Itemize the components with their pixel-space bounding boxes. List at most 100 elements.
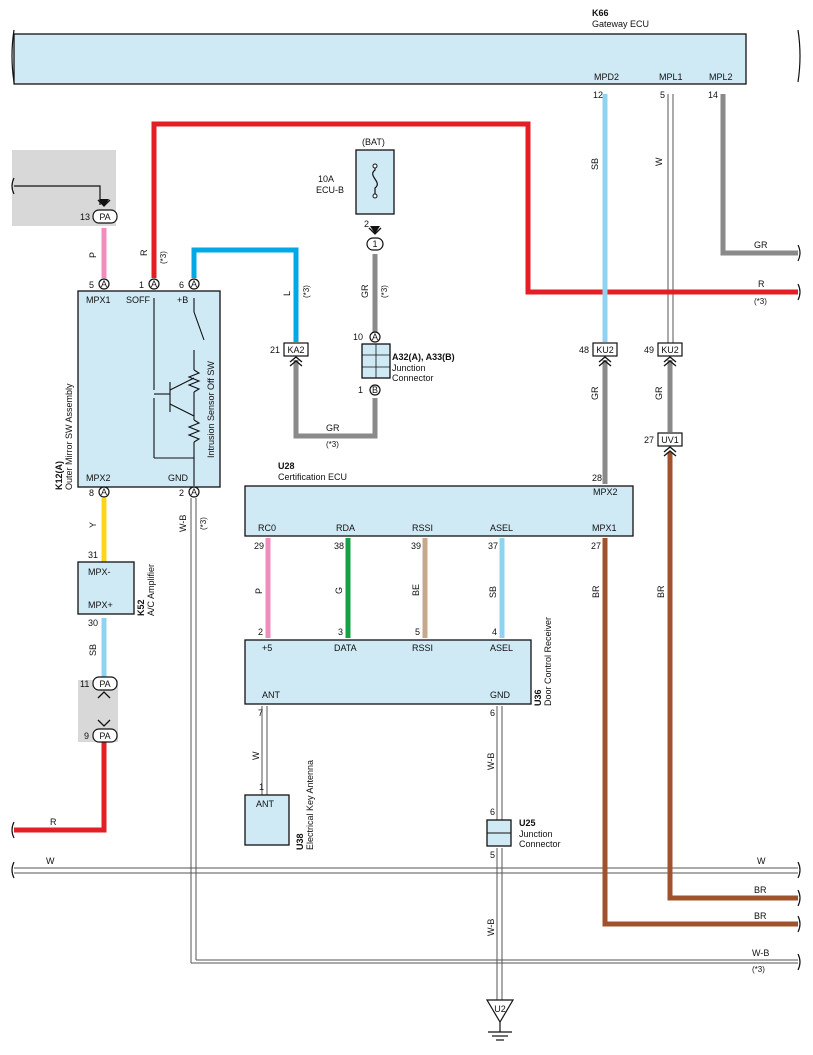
door-gnd: GND <box>490 690 511 700</box>
wire-note-3: (*3) <box>380 285 389 298</box>
uv1-label: UV1 <box>661 435 679 445</box>
door-code: U36 <box>533 689 543 706</box>
cert-num-37: 37 <box>488 541 498 551</box>
mirror-code: K12(A) <box>54 461 64 490</box>
ka2-num: 21 <box>270 345 280 355</box>
pa-label-top: PA <box>99 212 110 222</box>
cert-num-27: 27 <box>591 541 601 551</box>
wire-label-w2: W <box>251 751 261 760</box>
cert-code: U28 <box>278 461 295 471</box>
pa-num-mid: 11 <box>80 679 89 689</box>
ac-amp-box <box>77 561 135 615</box>
fuse-conn: 1 <box>372 239 377 249</box>
mirror-num-b: 6 <box>179 280 184 290</box>
ground-label: U2 <box>494 1004 506 1014</box>
conn-a-1: A <box>101 279 107 289</box>
antenna-num: 1 <box>259 782 264 792</box>
mirror-pin-b: +B <box>177 295 188 305</box>
jct-b-num: 1 <box>358 385 363 395</box>
pa-lead <box>14 185 101 205</box>
br-wires <box>602 452 798 927</box>
junction-a32-grid <box>362 344 390 378</box>
door-gnd-num: 6 <box>490 708 495 718</box>
door-pin-5v: +5 <box>262 643 272 653</box>
pin-markers <box>92 209 683 743</box>
cert-pin-asel: ASEL <box>490 523 513 533</box>
cert-pin-rc0: RC0 <box>258 523 276 533</box>
conn-a-5: A <box>191 487 197 497</box>
door-pin-data: DATA <box>334 643 357 653</box>
antenna-box <box>244 794 290 846</box>
wire-label-gr3: GR <box>654 386 664 400</box>
red-wires <box>14 121 798 833</box>
wire-note-1: (*3) <box>159 251 168 264</box>
ac-pin-plus: MPX+ <box>88 600 113 610</box>
pa-label-low: PA <box>99 731 110 741</box>
cert-mpx2: MPX2 <box>593 487 618 497</box>
wire-label-gr1: GR <box>360 284 370 298</box>
wire-label-sb1: SB <box>590 158 600 170</box>
gateway-pin-3: MPL2 <box>709 72 733 82</box>
jct-a32-name2: Connector <box>392 373 434 383</box>
mirror-pin-gnd: GND <box>168 473 189 483</box>
wire-label-g: G <box>334 587 344 594</box>
u25-name2: Connector <box>519 839 561 849</box>
fuse-supply: (BAT) <box>362 137 385 147</box>
outer-mirror-sw-box <box>77 290 221 488</box>
conn-a32-a: A <box>372 332 378 342</box>
wire-label-br-h2: BR <box>754 911 767 921</box>
fuse-rating: 10A <box>318 174 334 184</box>
pa-num-low: 9 <box>84 731 89 741</box>
cert-num-39: 39 <box>411 541 421 551</box>
cert-mpx2-num: 28 <box>592 473 602 483</box>
conn-a-2: A <box>151 279 157 289</box>
wire-label-wb3: W-B <box>486 919 496 936</box>
ku2b-num: 49 <box>644 345 654 355</box>
ac-name: A/C Amplifier <box>146 564 156 616</box>
pa-num-top: 13 <box>80 212 90 222</box>
wire-label-gr-h: GR <box>754 240 768 250</box>
door-pin-asel: ASEL <box>490 643 513 653</box>
wire-label-gr2: GR <box>590 386 600 400</box>
fuse-pin: 2 <box>364 219 369 229</box>
conn-a-3: A <box>191 279 197 289</box>
wire-note-7: (*3) <box>752 965 765 974</box>
fuse-box <box>355 149 395 215</box>
pa-label-mid: PA <box>99 679 110 689</box>
mirror-pin-mpx1: MPX1 <box>86 295 111 305</box>
gr-wires <box>293 94 798 484</box>
door-num-5: 5 <box>415 627 420 637</box>
gateway-pin-1: MPD2 <box>594 72 619 82</box>
cert-pin-rssi: RSSI <box>412 523 433 533</box>
door-num-4: 4 <box>492 627 497 637</box>
wire-label-wb2: W-B <box>486 753 496 770</box>
antenna-name: Electrical Key Antenna <box>305 760 315 850</box>
ku2b-label: KU2 <box>661 345 679 355</box>
uv1-num: 27 <box>644 435 654 445</box>
sb-wires <box>101 94 608 680</box>
wire-label-p2: P <box>254 588 264 594</box>
ku2a-num: 48 <box>579 345 589 355</box>
door-name: Door Control Receiver <box>543 617 553 706</box>
gateway-pin-2: MPL1 <box>659 72 683 82</box>
fuse-name: ECU-B <box>316 185 344 195</box>
ac-num-minus: 31 <box>88 550 98 560</box>
wire-label-br-h1: BR <box>754 885 767 895</box>
conn-a-4: A <box>101 487 107 497</box>
wire-label-w-h2: W <box>757 856 766 866</box>
cert-num-38: 38 <box>334 541 344 551</box>
mirror-num-soff: 1 <box>139 280 144 290</box>
wire-label-y: Y <box>88 522 98 528</box>
jct-a32-code: A32(A), A33(B) <box>392 352 455 362</box>
jct-a32-name: Junction <box>392 363 426 373</box>
mirror-pin-mpx2: MPX2 <box>86 473 111 483</box>
door-ant: ANT <box>262 690 281 700</box>
mirror-pin-soff: SOFF <box>126 295 151 305</box>
ac-num-plus: 30 <box>88 618 98 628</box>
antenna-code: U38 <box>295 833 305 850</box>
mirror-num-mpx1: 5 <box>89 280 94 290</box>
blue-wire-l <box>191 247 299 342</box>
cert-num-29: 29 <box>254 541 264 551</box>
